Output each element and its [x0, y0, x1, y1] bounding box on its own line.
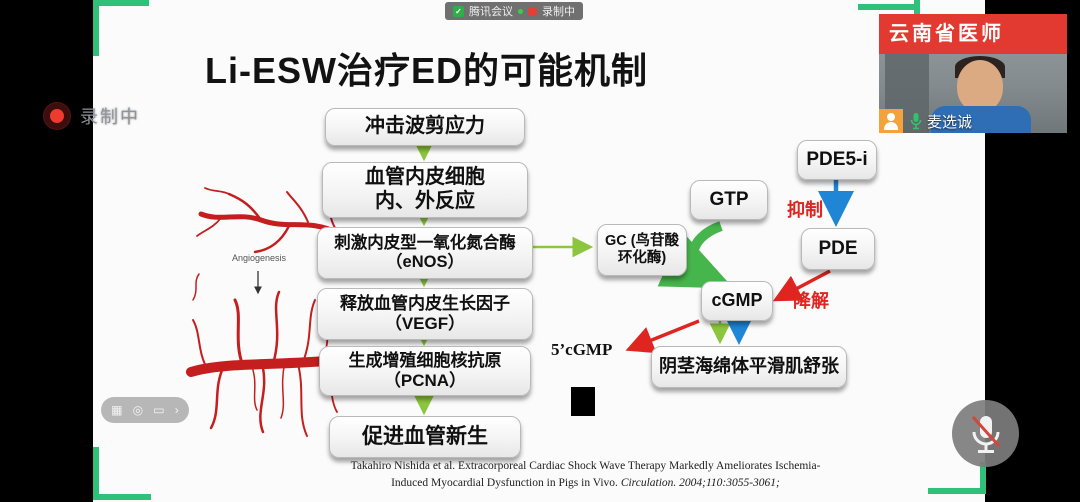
- avatar-badge-icon: [879, 109, 903, 133]
- share-border-segment: [93, 0, 149, 6]
- share-border-segment: [93, 447, 99, 500]
- flow-box-smooth-muscle-relaxation: 阴茎海绵体平滑肌舒张: [651, 346, 847, 388]
- flow-box-pde5i: PDE5-i: [797, 140, 877, 180]
- share-border-segment: [93, 494, 151, 500]
- shared-slide: Li-ESW治疗ED的可能机制: [93, 0, 985, 502]
- flow-box-pcna: 生成增殖细胞核抗原 （PCNA）: [319, 346, 531, 396]
- record-dot-icon: [44, 103, 70, 129]
- participant-video-tile[interactable]: 云南省医师 麦选诚: [879, 14, 1067, 133]
- annotation-square: [571, 387, 595, 416]
- mic-muted-button[interactable]: [952, 400, 1019, 467]
- participant-name-bar: 麦选诚: [879, 109, 1067, 133]
- flow-box-gc: GC (鸟苷酸 环化酶): [597, 224, 687, 276]
- participant-face: [957, 60, 1003, 112]
- flow-box-cgmp: cGMP: [701, 281, 773, 321]
- participant-shirt: [931, 106, 1031, 133]
- share-border-segment: [980, 462, 986, 493]
- annotate-icon[interactable]: ◎: [132, 403, 144, 417]
- grid-icon[interactable]: ▦: [111, 403, 123, 417]
- share-border-segment: [928, 488, 986, 494]
- signal-dot-icon: [518, 8, 523, 14]
- inhibit-label: 抑制: [787, 200, 823, 220]
- share-border-segment: [858, 4, 920, 10]
- participant-name: 麦选诚: [927, 113, 973, 131]
- degrade-label: 降解: [793, 291, 829, 311]
- flow-box-endothelial-reaction: 血管内皮细胞 内、外反应: [322, 162, 528, 218]
- flow-box-shear-stress: 冲击波剪应力: [325, 108, 525, 146]
- angiogenesis-label: Angiogenesis: [232, 253, 287, 263]
- flow-box-angiogenesis: 促进血管新生: [329, 416, 521, 458]
- more-icon[interactable]: ›: [174, 403, 179, 417]
- shield-icon: ✓: [453, 5, 464, 17]
- mic-muted-icon: [971, 415, 1000, 453]
- meeting-floating-bar[interactable]: ✓ 腾讯会议 录制中: [445, 2, 583, 20]
- flow-box-vegf: 释放血管内皮生长因子 （VEGF）: [317, 288, 533, 340]
- recording-indicator-label: 录制中: [80, 107, 140, 127]
- banner-text: 云南省医师: [879, 14, 1067, 54]
- slideshow-toolbar[interactable]: ▦ ◎ ▭ ›: [101, 397, 189, 423]
- share-border-segment: [93, 0, 99, 56]
- five-prime-cgmp-label: 5’cGMP: [551, 340, 613, 359]
- flow-box-enos: 刺激内皮型一氧化氮合酶 （eNOS）: [317, 227, 533, 279]
- flow-box-gtp: GTP: [690, 180, 768, 220]
- recording-indicator: 录制中: [44, 103, 140, 129]
- mic-on-icon: [910, 113, 922, 130]
- comment-icon[interactable]: ▭: [153, 403, 165, 417]
- cgmp-to-5cgmp-arrow: [625, 319, 700, 354]
- citation: Takahiro Nishida et al. Extracorporeal C…: [350, 460, 821, 489]
- recording-status-label: 录制中: [542, 6, 575, 18]
- slide-title: Li-ESW治疗ED的可能机制: [205, 50, 648, 91]
- share-border-segment: [914, 0, 920, 14]
- flow-box-pde: PDE: [801, 228, 875, 270]
- gtp-to-cgmp-arrow: [657, 221, 734, 289]
- meeting-app-name: 腾讯会议: [469, 6, 513, 18]
- record-icon: [528, 6, 537, 16]
